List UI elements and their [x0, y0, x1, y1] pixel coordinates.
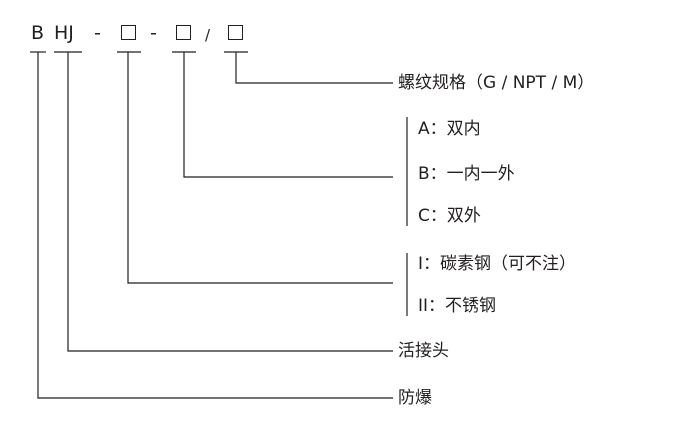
leader-thread-type: [235, 52, 393, 84]
label-material-carbon-steel: I：碳素钢（可不注）: [418, 254, 577, 274]
leader-material: [127, 52, 393, 284]
code-slash: /: [205, 26, 211, 44]
code-prefix: B: [31, 22, 45, 44]
code-type: HJ: [54, 22, 74, 44]
label-thread-type: 螺纹规格（G / NPT / M）: [398, 73, 595, 93]
label-fitting-type: 活接头: [398, 341, 449, 361]
leader-thread-ends: [183, 52, 393, 178]
label-explosion-proof: 防爆: [398, 388, 432, 408]
label-thread-end-b: B：一内一外: [418, 164, 515, 184]
label-material-stainless: II：不锈钢: [418, 296, 497, 316]
leader-fitting-type: [67, 52, 393, 352]
leader-explosion-proof: [37, 52, 393, 399]
label-thread-end-c: C：双外: [418, 206, 481, 226]
code-box-thread-type: [228, 25, 243, 40]
code-dash-1: -: [94, 22, 101, 44]
code-box-thread-ends: [176, 25, 191, 40]
label-thread-end-a: A：双内: [418, 119, 481, 139]
code-box-material: [121, 25, 136, 40]
code-dash-2: -: [150, 22, 157, 44]
